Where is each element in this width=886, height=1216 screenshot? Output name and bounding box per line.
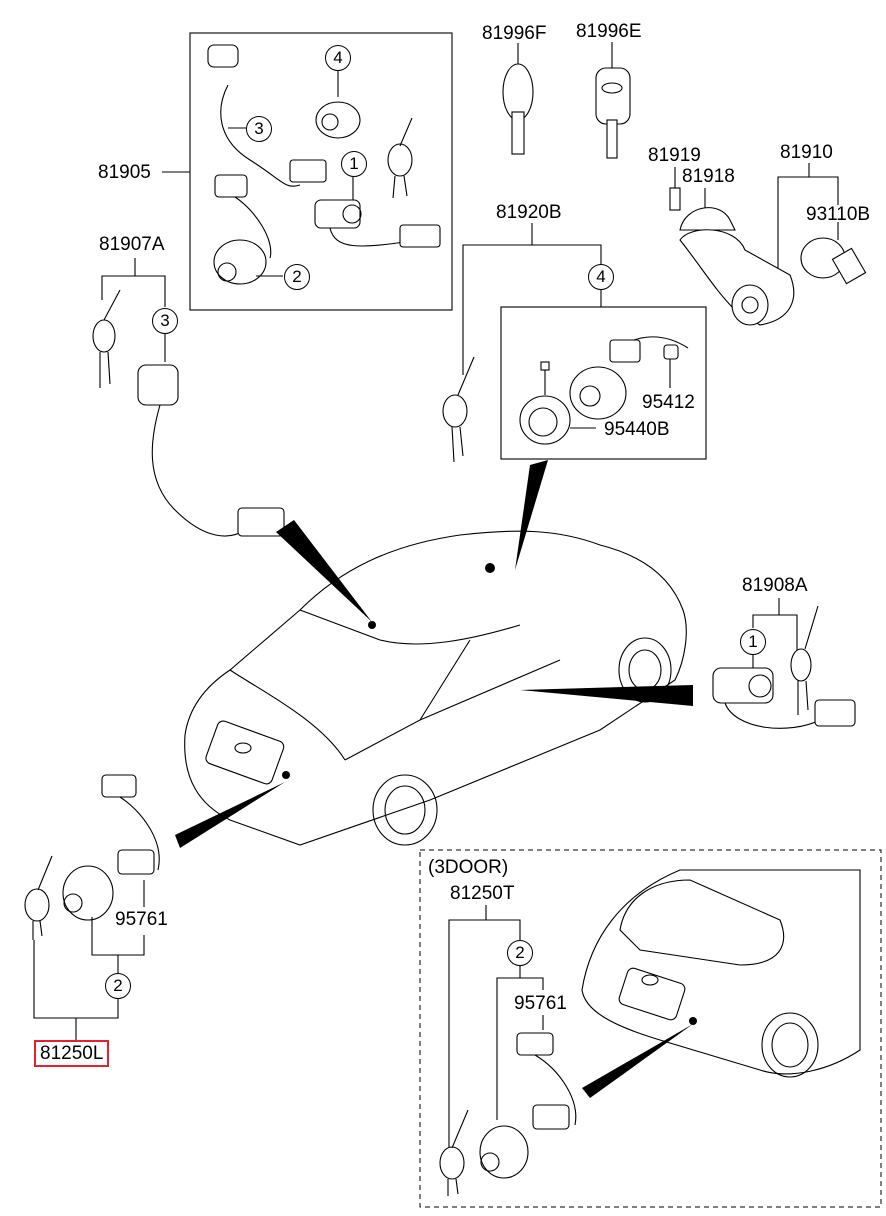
part-81908A-key: [790, 605, 819, 715]
label-95761-left[interactable]: 95761: [115, 909, 168, 930]
part-81907A-cylinder: [137, 364, 285, 537]
callout-kit-2: 2: [284, 264, 310, 290]
label-81919[interactable]: 81919: [648, 145, 701, 166]
pointer-wedge: [515, 460, 548, 570]
part-93110B-switch: [800, 237, 867, 285]
callout-kit-1: 1: [341, 151, 367, 177]
callout-81907A-3: 3: [152, 308, 178, 334]
part-81919-bolt: [669, 187, 681, 211]
part-81907A-key: [92, 289, 121, 388]
kit-cylinder-3: [207, 44, 327, 187]
pointer-wedge: [175, 782, 285, 848]
kit-key: [387, 117, 413, 199]
callout-81250L-2: 2: [105, 973, 131, 999]
part-95412-lamp: [663, 344, 679, 388]
part-81910-housing: [679, 229, 795, 326]
label-81920B[interactable]: 81920B: [496, 202, 562, 223]
leader-81907A: [101, 258, 136, 300]
part-95440B-ring: [519, 361, 596, 445]
callout-kit-3: 3: [246, 116, 272, 142]
label-81250T[interactable]: 81250T: [450, 883, 515, 904]
callout-81920B-4: 4: [588, 264, 614, 290]
kit-81920B-box: [500, 306, 707, 460]
part-81918-bracket: [679, 207, 736, 231]
part-81250T-keys: [439, 1109, 469, 1196]
label-81918[interactable]: 81918: [682, 166, 735, 187]
part-ignition-cylinder: [569, 336, 689, 420]
part-81250T-trunk-cylinder: [479, 1032, 577, 1179]
part-81250L-trunk-cylinder: [62, 774, 160, 921]
leader-81920B: [462, 223, 533, 375]
kit-ignition-4: [315, 69, 361, 139]
label-81908A[interactable]: 81908A: [742, 575, 808, 596]
part-81908A-cylinder: [712, 667, 856, 729]
label-95412[interactable]: 95412: [642, 392, 695, 413]
label-81910[interactable]: 81910: [780, 142, 833, 163]
pointer-wedge: [520, 685, 693, 706]
hatchback-illustration: [581, 869, 861, 1078]
label-81250L-selected[interactable]: 81250L: [34, 1040, 110, 1067]
part-81920B-key: [442, 356, 475, 463]
label-81996E[interactable]: 81996E: [576, 21, 642, 42]
label-81907A[interactable]: 81907A: [99, 234, 165, 255]
part-81996F-key: [502, 63, 534, 155]
pointer-wedge: [276, 520, 372, 622]
label-95440B[interactable]: 95440B: [604, 419, 670, 440]
label-81996F[interactable]: 81996F: [482, 23, 547, 44]
3door-frame: [419, 849, 882, 1208]
sedan-illustration: [184, 530, 687, 846]
label-3door-heading: (3DOOR): [428, 857, 509, 878]
callout-81908A-1: 1: [740, 629, 766, 655]
part-81250L-keys: [24, 855, 53, 940]
label-95761-right[interactable]: 95761: [514, 993, 567, 1014]
label-93110B[interactable]: 93110B: [806, 204, 871, 225]
kit-door-1: [314, 175, 441, 248]
part-81996E-key: [595, 67, 631, 159]
label-81905[interactable]: 81905: [98, 162, 151, 183]
leader-81910: [777, 163, 810, 270]
callout-kit-4: 4: [325, 45, 351, 71]
kit-trunk-2: [213, 174, 283, 285]
leader-81908A: [752, 598, 780, 628]
leader-81250T: [448, 905, 487, 1150]
pointer-wedge: [582, 1024, 693, 1098]
callout-81250T-2: 2: [507, 940, 533, 966]
